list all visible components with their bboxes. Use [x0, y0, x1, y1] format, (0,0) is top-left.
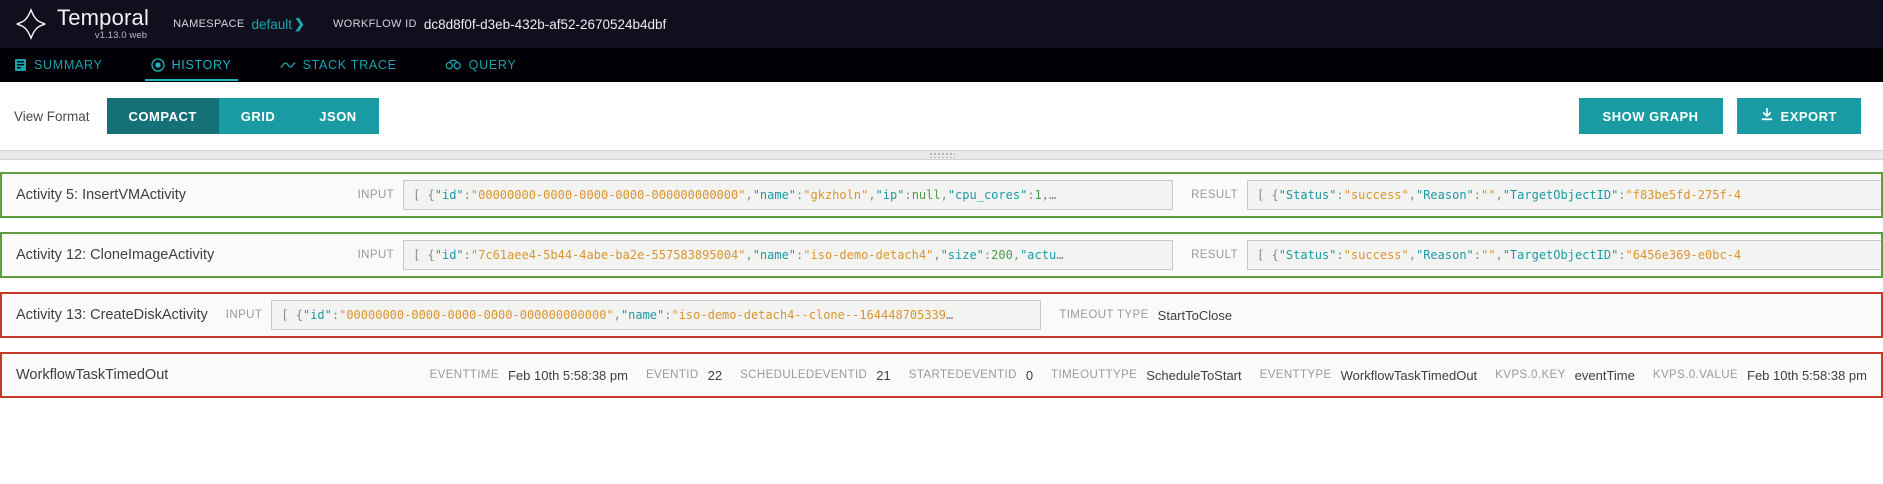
view-format-json[interactable]: JSON — [297, 98, 379, 134]
workflow-id-label: WORKFLOW ID — [332, 18, 417, 30]
kvps-value-label: KVPS.0.VALUE — [1652, 369, 1739, 381]
input-label: INPUT — [225, 309, 263, 321]
startedeventid-label: STARTEDEVENTID — [908, 369, 1017, 381]
eventtype-value: WorkflowTaskTimedOut — [1340, 367, 1478, 383]
tab-stack-trace[interactable]: STACK TRACE — [279, 48, 419, 81]
event-field-eventtime: EVENTTIME Feb 10th 5:58:38 pm — [430, 368, 628, 383]
export-button[interactable]: EXPORT — [1736, 98, 1861, 134]
workflow-id-value: dc8d8f0f-d3eb-432b-af52-2670524b4dbf — [423, 16, 667, 32]
input-json-preview[interactable]: [ { "id": "00000000-0000-0000-0000-00000… — [271, 300, 1042, 330]
history-event-row[interactable]: WorkflowTaskTimedOut EVENTTIME Feb 10th … — [0, 352, 1883, 398]
input-json-preview[interactable]: [ { "id": "00000000-0000-0000-0000-00000… — [403, 180, 1174, 210]
event-fields: INPUT [ { "id": "7c61aee4-5b44-4abe-ba2e… — [214, 240, 1881, 270]
export-label: EXPORT — [1780, 108, 1837, 124]
summary-icon — [14, 58, 27, 72]
brand-name: Temporal — [57, 5, 150, 31]
event-field-result: RESULT [ { "Status": "success", "Reason"… — [1191, 240, 1881, 270]
temporal-logo-icon — [14, 7, 48, 41]
tab-query-label: QUERY — [468, 57, 517, 72]
event-field-kvps-value: KVPS.0.VALUE Feb 10th 5:58:38 pm — [1653, 368, 1867, 383]
tab-summary-label: SUMMARY — [34, 57, 103, 72]
panel-resize-handle[interactable] — [0, 150, 1883, 160]
event-field-input: INPUT [ { "id": "00000000-0000-0000-0000… — [358, 180, 1174, 210]
show-graph-button[interactable]: SHOW GRAPH — [1578, 98, 1723, 134]
result-label: RESULT — [1191, 189, 1238, 201]
eventid-label: EVENTID — [645, 369, 699, 381]
scheduledeventid-label: SCHEDULEDEVENTID — [740, 369, 868, 381]
event-fields: EVENTTIME Feb 10th 5:58:38 pm EVENTID 22… — [168, 368, 1881, 383]
scheduledeventid-value: 21 — [876, 367, 891, 383]
stack-trace-icon — [279, 59, 296, 71]
app-header: Temporal v1.13.0 web NAMESPACE default ❯… — [0, 0, 1883, 48]
result-json-preview[interactable]: [ { "Status": "success", "Reason": "", "… — [1247, 180, 1881, 210]
input-label: INPUT — [357, 249, 395, 261]
event-field-timeout-type: TIMEOUT TYPE StartToClose — [1059, 308, 1232, 323]
kvps-key-value: eventTime — [1574, 367, 1635, 383]
event-title: Activity 12: CloneImageActivity — [16, 247, 215, 263]
eventid-value: 22 — [707, 367, 723, 383]
eventtype-label: EVENTTYPE — [1259, 369, 1332, 381]
tab-history-label: HISTORY — [171, 57, 232, 72]
history-event-row[interactable]: Activity 5: InsertVMActivity INPUT [ { "… — [0, 172, 1883, 218]
download-icon — [1761, 107, 1773, 124]
tab-query[interactable]: QUERY — [445, 48, 539, 81]
namespace-label: NAMESPACE — [173, 18, 245, 30]
tab-summary[interactable]: SUMMARY — [14, 48, 125, 81]
event-title: Activity 5: InsertVMActivity — [16, 187, 187, 203]
namespace-value-link[interactable]: default ❯ — [252, 16, 305, 32]
event-field-eventtype: EVENTTYPE WorkflowTaskTimedOut — [1260, 368, 1478, 383]
event-field-eventid: EVENTID 22 — [646, 368, 722, 383]
breadcrumb: NAMESPACE default ❯ WORKFLOW ID dc8d8f0f… — [173, 16, 666, 32]
event-field-timeouttype: TIMEOUTTYPE ScheduleToStart — [1051, 368, 1242, 383]
event-title: WorkflowTaskTimedOut — [16, 367, 169, 383]
event-fields: INPUT [ { "id": "00000000-0000-0000-0000… — [208, 300, 1881, 330]
result-label: RESULT — [1191, 249, 1238, 261]
input-label: INPUT — [357, 189, 395, 201]
namespace-value: default — [251, 16, 293, 32]
timeouttype-value: ScheduleToStart — [1146, 367, 1242, 383]
eventtime-label: EVENTTIME — [429, 369, 499, 381]
event-fields: INPUT [ { "id": "00000000-0000-0000-0000… — [186, 180, 1881, 210]
input-json-preview[interactable]: [ { "id": "7c61aee4-5b44-4abe-ba2e-55758… — [403, 240, 1174, 270]
eventtime-value: Feb 10th 5:58:38 pm — [507, 367, 628, 383]
event-field-startedeventid: STARTEDEVENTID 0 — [909, 368, 1033, 383]
history-event-list: Activity 5: InsertVMActivity INPUT [ { "… — [0, 160, 1883, 398]
tab-history[interactable]: HISTORY — [144, 48, 254, 81]
timeout-type-label: TIMEOUT TYPE — [1059, 309, 1149, 321]
toolbar-actions: SHOW GRAPH EXPORT — [1578, 98, 1861, 134]
event-field-scheduledeventid: SCHEDULEDEVENTID 21 — [740, 368, 891, 383]
history-icon — [150, 57, 165, 72]
chevron-right-icon: ❯ — [294, 16, 305, 31]
startedeventid-value: 0 — [1025, 367, 1034, 383]
view-toolbar: View Format COMPACT GRID JSON SHOW GRAPH… — [0, 82, 1883, 150]
brand-version: v1.13.0 web — [94, 30, 148, 42]
show-graph-label: SHOW GRAPH — [1602, 108, 1699, 124]
view-format-label: View Format — [14, 108, 90, 124]
tab-stack-trace-label: STACK TRACE — [302, 57, 397, 72]
timeouttype-label: TIMEOUTTYPE — [1051, 369, 1138, 381]
view-format-segmented-control: COMPACT GRID JSON — [106, 98, 379, 134]
drag-grip-icon — [928, 152, 955, 158]
kvps-value-value: Feb 10th 5:58:38 pm — [1747, 367, 1867, 383]
event-field-result: RESULT [ { "Status": "success", "Reason"… — [1191, 180, 1881, 210]
event-field-input: INPUT [ { "id": "00000000-0000-0000-0000… — [226, 300, 1042, 330]
brand-logo[interactable]: Temporal v1.13.0 web — [14, 7, 149, 41]
view-format-compact[interactable]: COMPACT — [106, 98, 219, 134]
history-event-row[interactable]: Activity 12: CloneImageActivity INPUT [ … — [0, 232, 1883, 278]
event-title: Activity 13: CreateDiskActivity — [16, 307, 208, 323]
history-event-row[interactable]: Activity 13: CreateDiskActivity INPUT [ … — [0, 292, 1883, 338]
event-field-kvps-key: KVPS.0.KEY eventTime — [1495, 368, 1635, 383]
view-format-grid[interactable]: GRID — [218, 98, 298, 134]
query-icon — [445, 59, 462, 70]
kvps-key-label: KVPS.0.KEY — [1495, 369, 1566, 381]
event-field-input: INPUT [ { "id": "7c61aee4-5b44-4abe-ba2e… — [358, 240, 1174, 270]
timeout-type-value: StartToClose — [1157, 307, 1233, 323]
result-json-preview[interactable]: [ { "Status": "success", "Reason": "", "… — [1247, 240, 1881, 270]
nav-tabs: SUMMARY HISTORY STACK TRACE QUERY — [0, 48, 1883, 82]
